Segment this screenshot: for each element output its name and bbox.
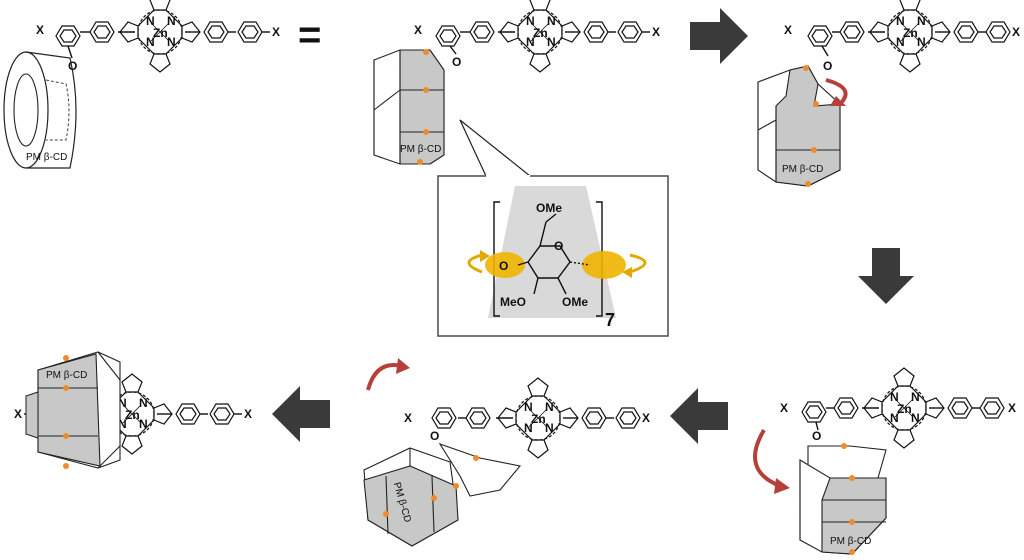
x-label-left: X [414,23,422,37]
cd-label-6: PM β-CD [46,370,87,381]
block-arrow-left [272,386,330,442]
o-label: O [812,429,821,443]
x-label-left: X [14,407,22,421]
block-arrow-down [858,248,914,304]
x-label-left: X [784,23,792,37]
x-label-left: X [780,401,788,415]
o-label: O [68,59,77,73]
x-label-right: X [272,25,280,39]
cd-label-4: PM β-CD [830,536,871,547]
cyclodextrin-tilted: PM β-CD [757,65,841,187]
molecule-cd-prism: Zn X X O PM β-CD [373,0,660,165]
cyclodextrin-capping: PM β-CD [25,351,121,469]
cd-label-1: PM β-CD [26,152,67,163]
x-label-right: X [642,411,650,425]
block-arrow-right [690,8,748,64]
cyclodextrin-flipping: PM β-CD [799,443,887,555]
inset-repeat-count: 7 [605,310,615,330]
molecule-cd-threaded: Zn X X PM β-CD [14,351,252,469]
zn-label: Zn [533,26,548,40]
molecule-free-cd: Zn X X O PM β-CD [3,0,280,169]
cyclodextrin-prism: PM β-CD [373,49,445,165]
block-arrow-left [670,388,728,444]
curved-rotation-arrow [753,428,781,488]
zn-label: Zn [903,26,918,40]
cd-label-2: PM β-CD [400,144,441,155]
x-label-left: X [36,23,44,37]
x-label-right: X [1012,25,1020,39]
molecule-cd-inverting: Zn X X O PM β-CD [363,358,650,547]
zn-label: Zn [125,408,140,422]
inset-o-left: O [499,259,508,273]
cyclodextrin-torus: PM β-CD [3,51,77,169]
inset-ome-right: OMe [562,295,588,309]
zn-label: Zn [531,412,546,426]
x-label-right: X [652,25,660,39]
inset-meo: MeO [500,295,526,309]
zn-label: Zn [153,26,168,40]
x-label-right: X [244,407,252,421]
o-label: O [452,55,461,69]
rotation-arrow-right [629,253,647,274]
x-label-right: X [1008,401,1016,415]
o-label: O [823,59,832,73]
rotation-arrow-left [467,253,483,274]
inset-ring-o: O [554,239,563,253]
curved-rotation-arrow [825,78,848,106]
molecule-cd-flipping: Zn X X O PM β-CD [753,367,1016,555]
molecule-cd-rotating: Zn X X O PM β-CD [757,0,1020,187]
callout-box: OMe O O MeO OMe 7 [437,119,669,337]
equals-sign: = [298,13,321,57]
zn-label: Zn [897,402,912,416]
cyclodextrin-inverted: PM β-CD [363,442,522,547]
o-label: O [430,429,439,443]
cd-label-3: PM β-CD [782,164,823,175]
x-label-left: X [404,411,412,425]
inset-ome-top: OMe [536,201,562,215]
